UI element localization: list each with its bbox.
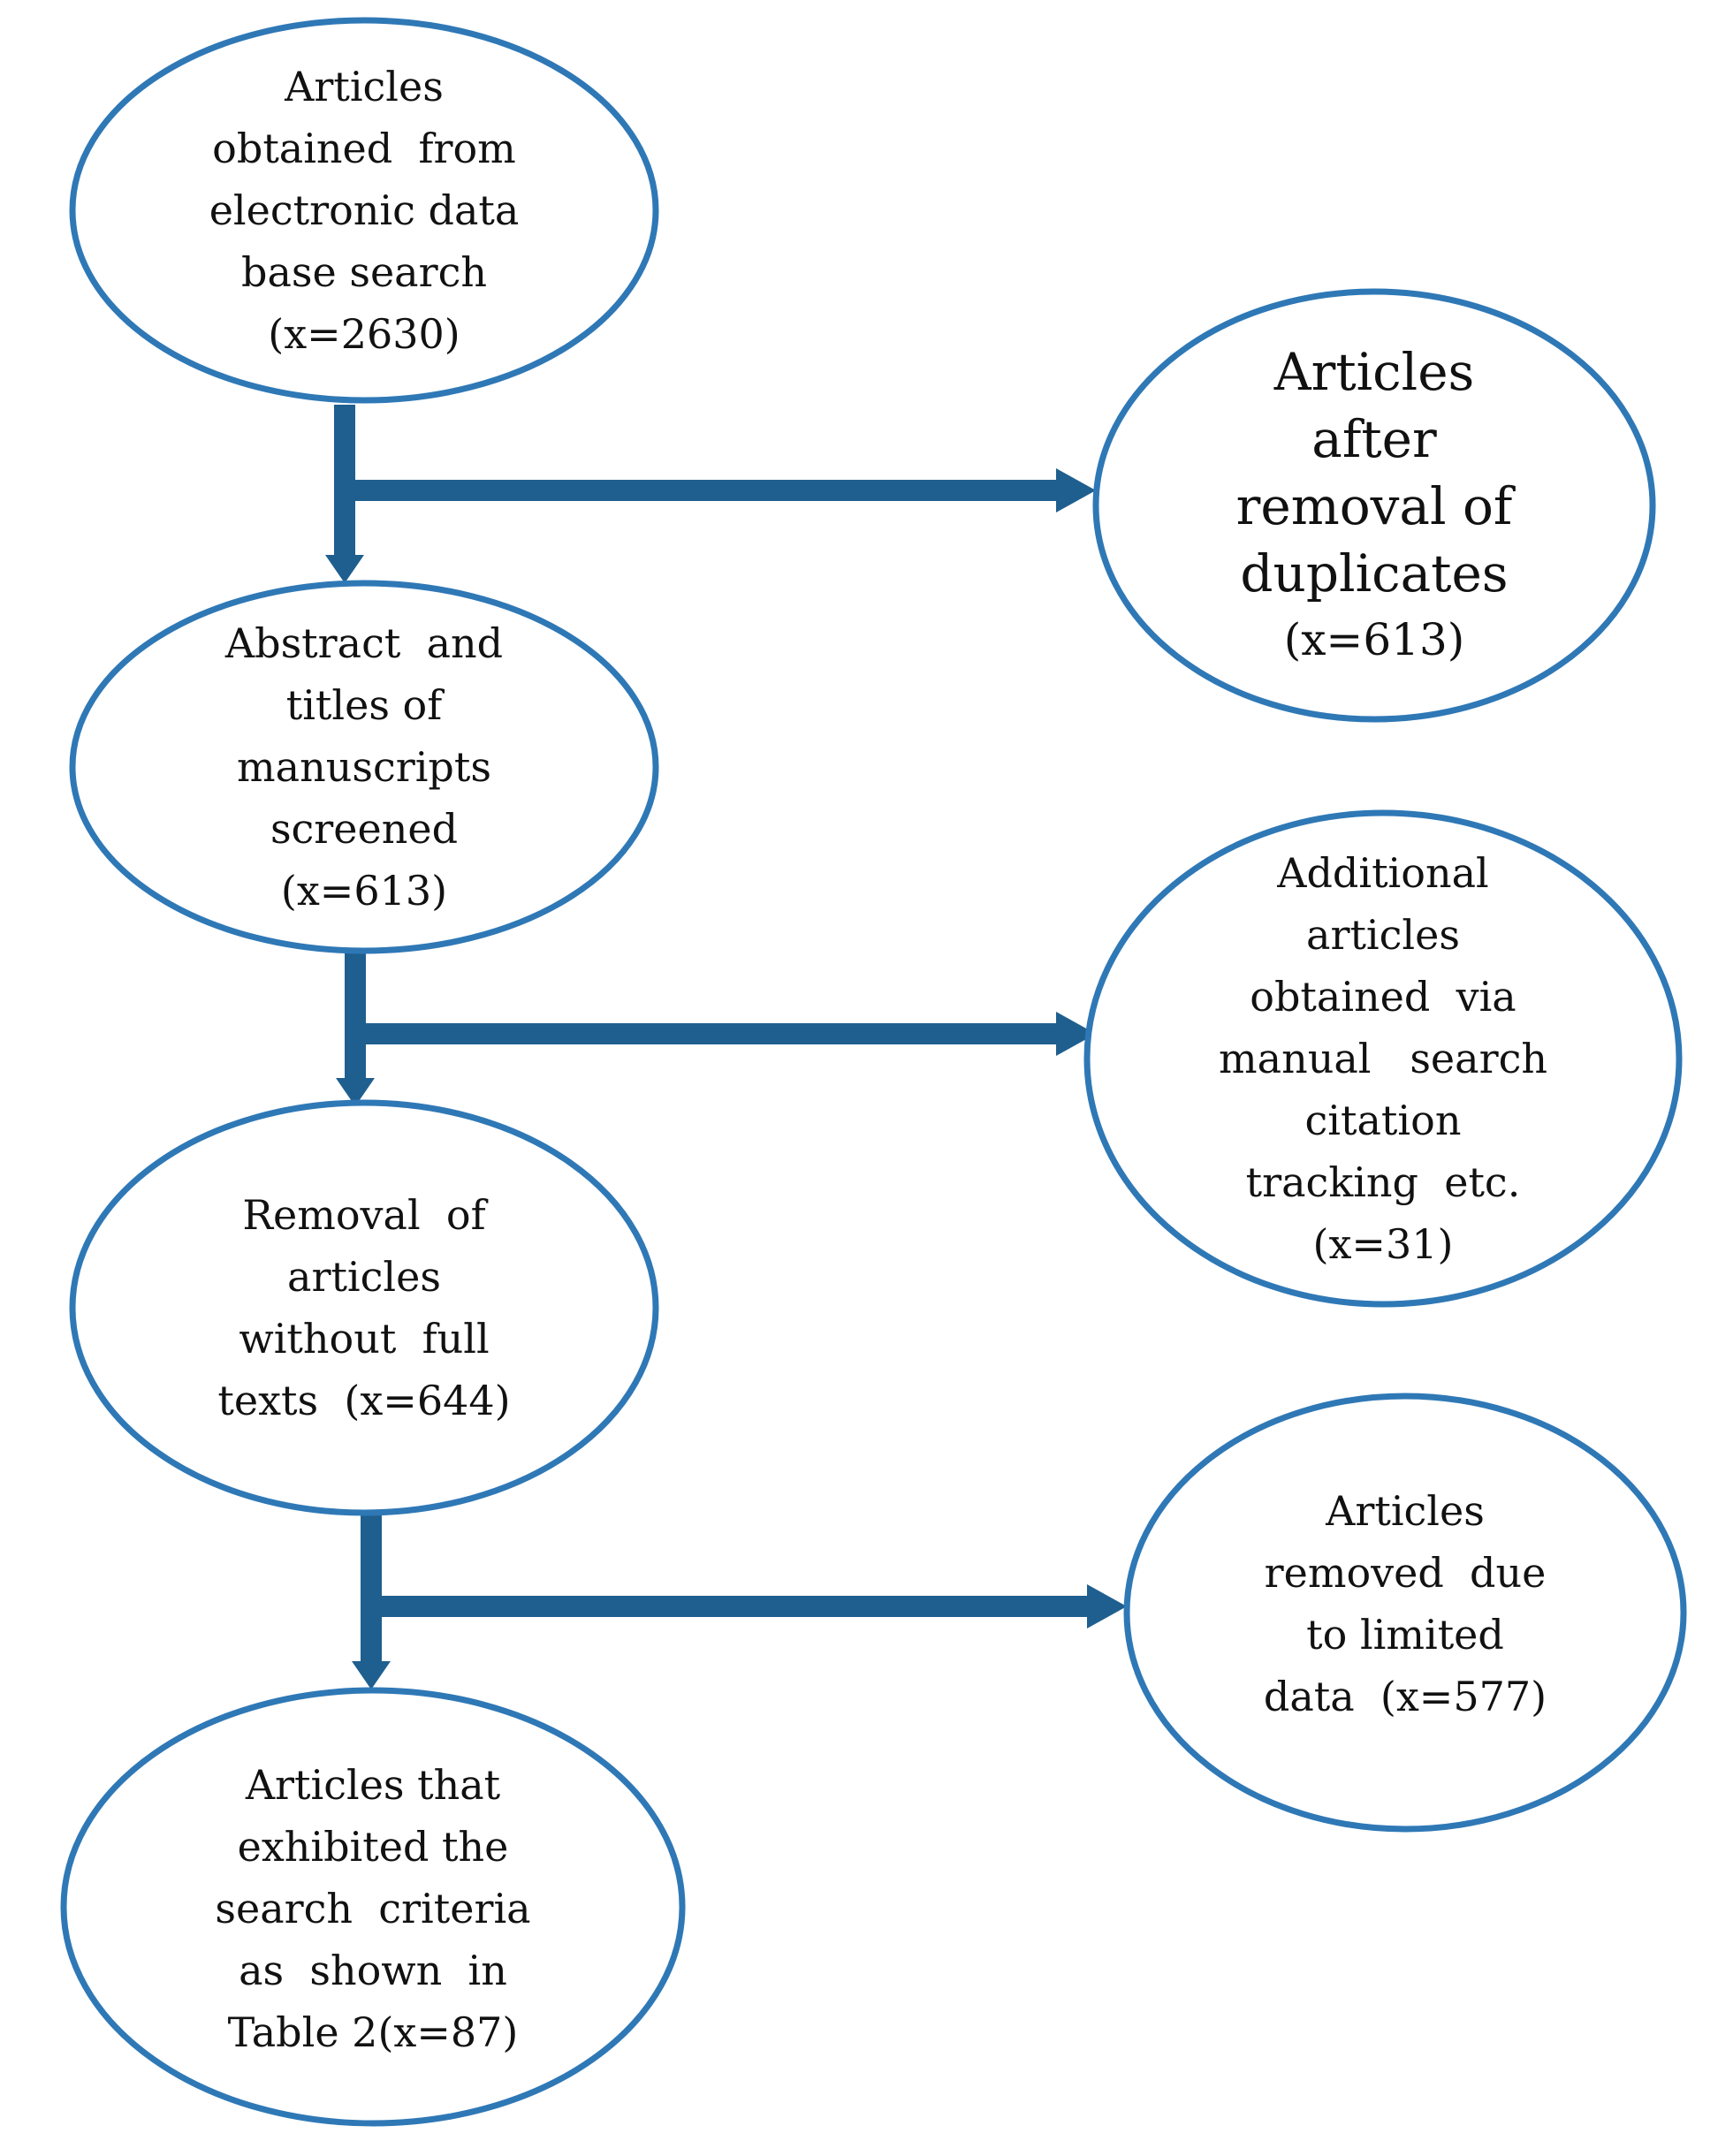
node-screened-line: titles of bbox=[285, 681, 443, 729]
node-search-line: base search bbox=[241, 248, 487, 296]
ellipse-duplicates bbox=[1092, 288, 1656, 723]
ellipse-final bbox=[60, 1687, 686, 2127]
node-limited-line: data (x=577) bbox=[1263, 1673, 1547, 1720]
arrowhead-duplicates bbox=[1056, 468, 1096, 512]
ellipse-screened bbox=[69, 580, 659, 954]
node-duplicates-line: duplicates bbox=[1240, 543, 1509, 604]
node-limited-line: removed due bbox=[1264, 1549, 1547, 1597]
node-search: Articles obtained from electronic data b… bbox=[134, 53, 594, 368]
ellipse-limited bbox=[1123, 1393, 1687, 1833]
node-duplicates-line: (x=613) bbox=[1283, 614, 1465, 665]
node-screened-line: Abstract and bbox=[224, 619, 504, 667]
ellipse-search bbox=[69, 17, 659, 404]
node-duplicates-line: after bbox=[1311, 409, 1437, 469]
arrowhead-screened bbox=[325, 555, 364, 583]
node-search-line: Articles bbox=[285, 63, 444, 110]
arrowhead-fulltext bbox=[336, 1078, 375, 1106]
node-search-line: (x=2630) bbox=[268, 310, 460, 358]
node-duplicates-line: removal of bbox=[1235, 476, 1513, 536]
arrowhead-limited bbox=[1087, 1584, 1127, 1628]
node-fulltext-line: texts (x=644) bbox=[217, 1377, 511, 1424]
node-additional-line: Additional bbox=[1277, 849, 1489, 897]
node-additional-line: obtained via bbox=[1250, 973, 1517, 1021]
node-limited-line: to limited bbox=[1306, 1611, 1504, 1659]
node-additional-line: articles bbox=[1306, 911, 1460, 959]
node-screened-line: manuscripts bbox=[237, 743, 491, 791]
node-final-line: Table 2(x=87) bbox=[227, 2008, 519, 2056]
node-duplicates: Articles after removal of duplicates (x=… bbox=[1136, 336, 1613, 675]
node-final-line: Articles that bbox=[245, 1761, 501, 1809]
ellipse-additional bbox=[1083, 809, 1683, 1308]
node-shapes bbox=[60, 17, 1687, 2127]
node-limited-line: Articles bbox=[1326, 1487, 1485, 1535]
node-fulltext: Removal of articles without full texts (… bbox=[134, 1166, 594, 1449]
node-duplicates-line: Articles bbox=[1273, 342, 1475, 402]
node-limited: Articles removed due to limited data (x=… bbox=[1175, 1462, 1635, 1745]
node-screened: Abstract and titles of manuscripts scree… bbox=[134, 610, 594, 924]
node-search-line: electronic data bbox=[209, 186, 520, 234]
node-search-line: obtained from bbox=[212, 125, 516, 172]
node-additional-line: citation bbox=[1304, 1097, 1462, 1144]
node-additional-line: manual search bbox=[1219, 1035, 1547, 1082]
arrowhead-additional bbox=[1056, 1012, 1096, 1056]
node-screened-line: (x=613) bbox=[280, 867, 448, 915]
connectors bbox=[325, 405, 1127, 1689]
node-fulltext-line: Removal of bbox=[242, 1191, 486, 1239]
node-screened-line: screened bbox=[270, 805, 459, 853]
node-final-line: as shown in bbox=[239, 1947, 507, 1994]
ellipse-fulltext bbox=[69, 1099, 659, 1516]
node-additional-line: tracking etc. bbox=[1245, 1158, 1521, 1206]
node-final-line: exhibited the bbox=[237, 1823, 509, 1871]
node-final: Articles that exhibited the search crite… bbox=[134, 1742, 612, 2075]
node-final-line: search criteria bbox=[215, 1885, 531, 1932]
node-additional: Additional articles obtained via manual … bbox=[1149, 839, 1617, 1278]
node-fulltext-line: articles bbox=[287, 1253, 441, 1301]
node-additional-line: (x=31) bbox=[1312, 1220, 1454, 1268]
node-fulltext-line: without full bbox=[239, 1315, 490, 1363]
arrowhead-final bbox=[352, 1661, 391, 1689]
